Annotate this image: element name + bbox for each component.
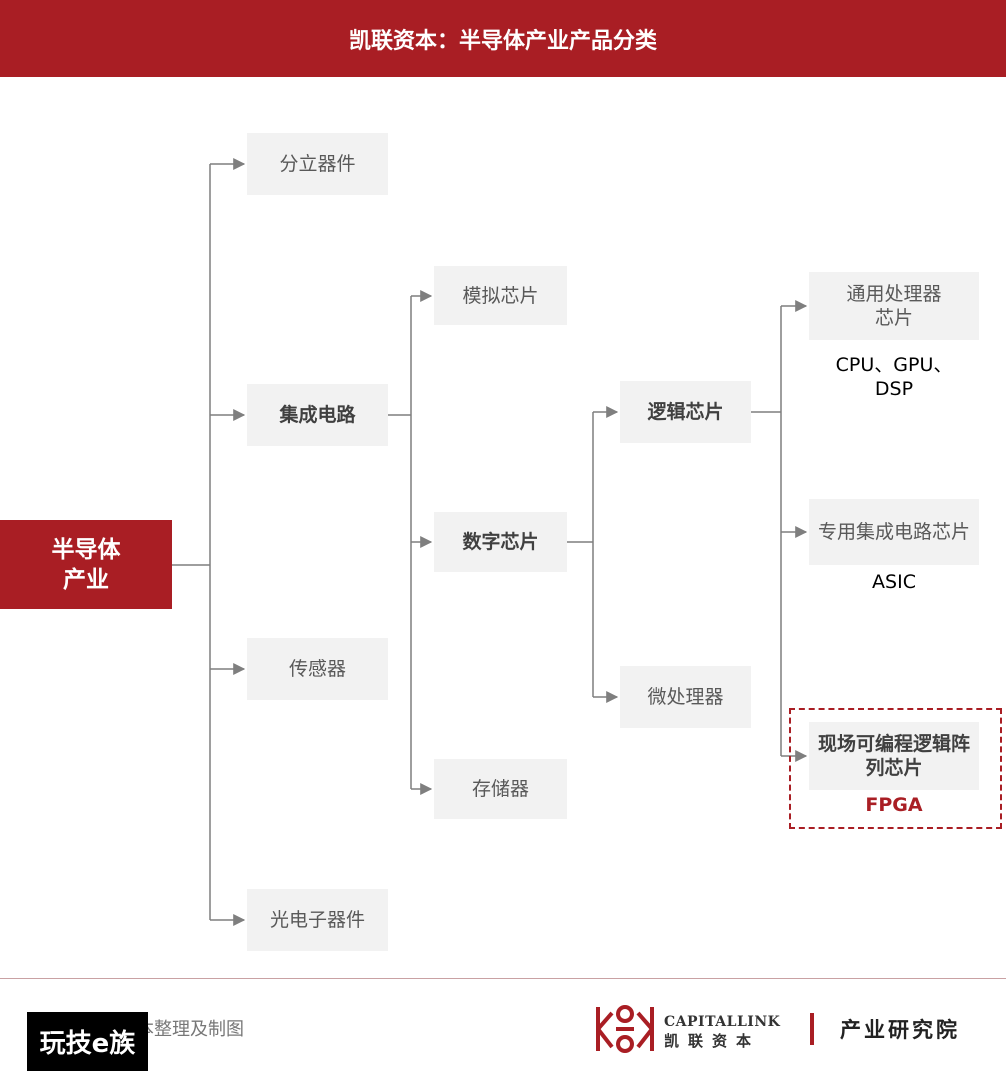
watermark: 玩技e族 bbox=[27, 1012, 148, 1071]
footer-divider bbox=[0, 978, 1006, 979]
logo-name: CAPITALLINK bbox=[664, 1014, 781, 1030]
capitallink-logo-icon bbox=[596, 1005, 654, 1053]
node-microprocessor: 微处理器 bbox=[620, 666, 751, 728]
node-discrete-devices: 分立器件 bbox=[247, 133, 388, 195]
logo-divider bbox=[810, 1013, 814, 1045]
logo-subtitle: 产业研究院 bbox=[840, 1017, 960, 1042]
node-integrated-circuit: 集成电路 bbox=[247, 384, 388, 446]
node-asic-chip: 专用集成电路芯片 bbox=[809, 499, 979, 565]
node-optoelectronic: 光电子器件 bbox=[247, 889, 388, 951]
fpga-highlight-frame bbox=[789, 708, 1002, 829]
node-fpga-chip: 现场可编程逻辑阵 列芯片 bbox=[809, 722, 979, 790]
note-fpga: FPGA bbox=[865, 794, 923, 816]
node-logic-chip: 逻辑芯片 bbox=[620, 381, 751, 443]
note-cpu-gpu-dsp: CPU、GPU、 DSP bbox=[835, 354, 953, 400]
node-analog-chip: 模拟芯片 bbox=[434, 266, 567, 325]
note-asic: ASIC bbox=[872, 571, 916, 593]
node-memory: 存储器 bbox=[434, 759, 567, 819]
page-title: 凯联资本：半导体产业产品分类 bbox=[0, 0, 1006, 77]
node-general-processor: 通用处理器 芯片 bbox=[809, 272, 979, 340]
node-semiconductor-industry: 半导体 产业 bbox=[0, 520, 172, 609]
node-sensor: 传感器 bbox=[247, 638, 388, 700]
node-digital-chip: 数字芯片 bbox=[434, 512, 567, 572]
logo-chinese-name: 凯联资本 bbox=[664, 1032, 761, 1050]
